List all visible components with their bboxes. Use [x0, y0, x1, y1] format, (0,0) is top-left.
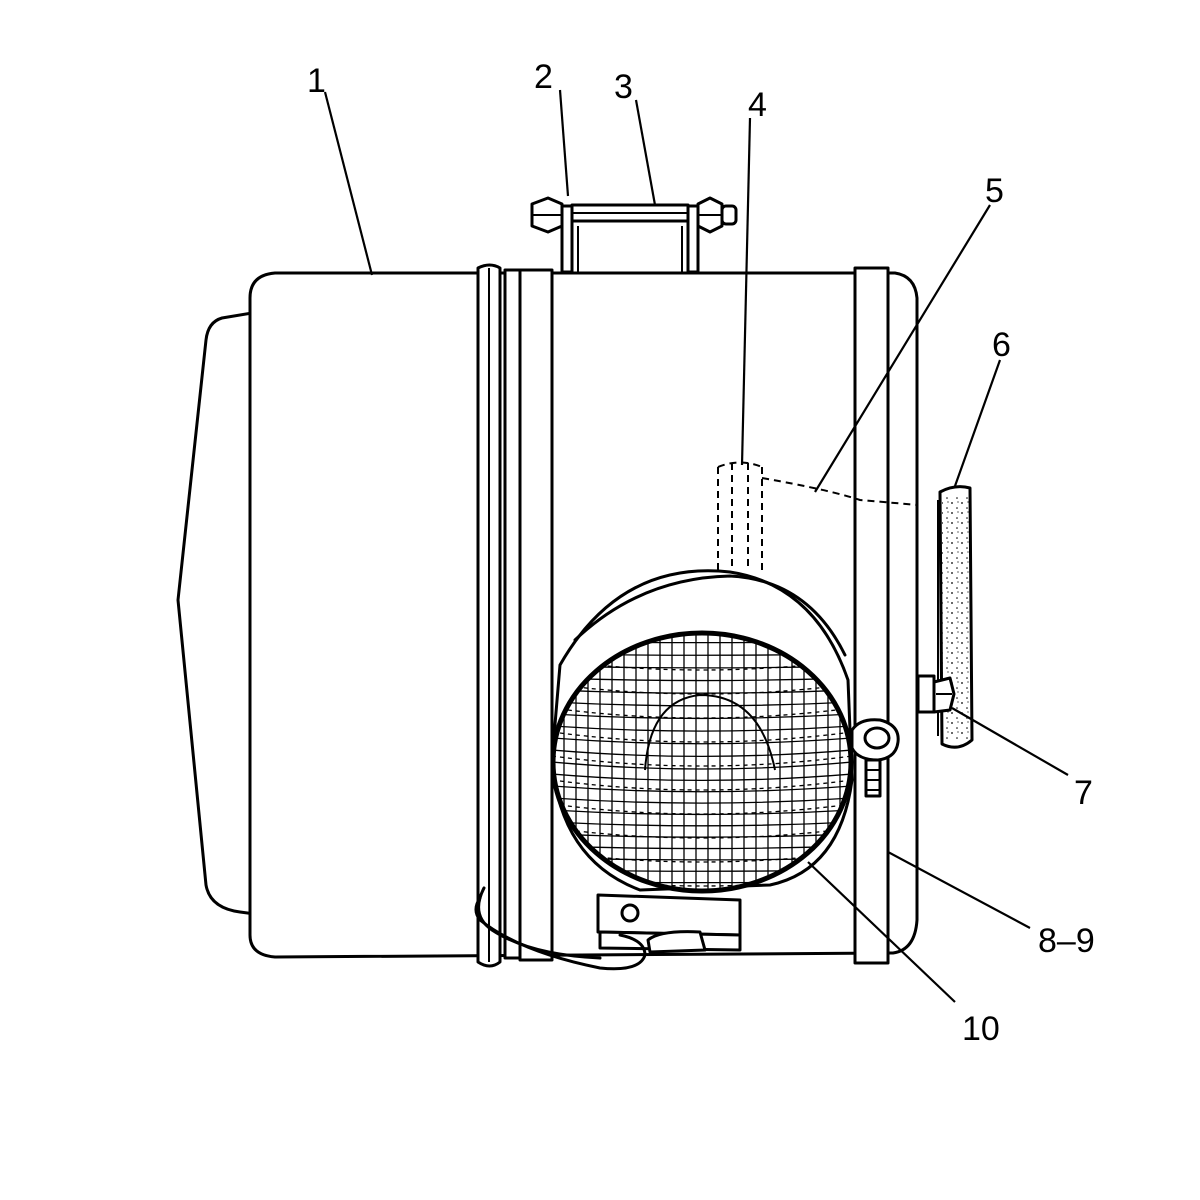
leader-lines [323, 89, 1069, 1003]
mesh-wire [554, 749, 850, 758]
precleaner-screen [550, 569, 854, 894]
leader-6 [953, 359, 1002, 487]
mesh-wire [554, 689, 850, 694]
callout-5: 5 [985, 172, 1004, 210]
clamp-handle-loop [474, 886, 647, 971]
mesh-wire [554, 761, 850, 770]
callout-4: 4 [748, 86, 767, 124]
callout-1: 1 [307, 62, 326, 100]
wing-bolt [850, 718, 900, 798]
leader-7 [951, 707, 1069, 776]
hose-clamp [932, 676, 956, 714]
band-clamp [476, 263, 554, 968]
mesh-wire [554, 725, 850, 732]
leader-5 [814, 204, 991, 493]
mounting-bolt [530, 196, 738, 234]
hidden-vacuator-hose [761, 477, 919, 506]
callout-10: 10 [962, 1010, 1000, 1048]
mesh-wire [554, 701, 850, 707]
callout-8-9: 8–9 [1038, 922, 1095, 960]
mesh-wire [554, 773, 850, 782]
leader-8-9 [887, 851, 1031, 929]
leader-3 [634, 99, 657, 206]
mesh-wire [554, 821, 850, 827]
leader-10 [807, 861, 956, 1003]
callout-2: 2 [534, 58, 553, 96]
leader-4 [740, 117, 752, 466]
leader-2 [558, 89, 570, 197]
mesh-wire [554, 737, 850, 745]
callout-labels: 1 2 3 4 5 6 7 8–9 10 [307, 58, 1095, 1048]
mesh-wire [554, 833, 850, 838]
leader-1 [323, 91, 374, 276]
bottom-latch [596, 893, 742, 954]
callout-6: 6 [992, 326, 1011, 364]
callout-7: 7 [1074, 774, 1093, 812]
mesh-wire [554, 713, 850, 720]
hidden-outlet-tube [717, 461, 763, 575]
callout-3: 3 [614, 68, 633, 106]
mesh-wire [554, 797, 850, 804]
mounting-bracket [560, 203, 700, 274]
right-band-strap [853, 266, 890, 965]
mesh-wire [554, 809, 850, 816]
left-end-cap [176, 310, 264, 917]
mesh-wire [554, 785, 850, 793]
